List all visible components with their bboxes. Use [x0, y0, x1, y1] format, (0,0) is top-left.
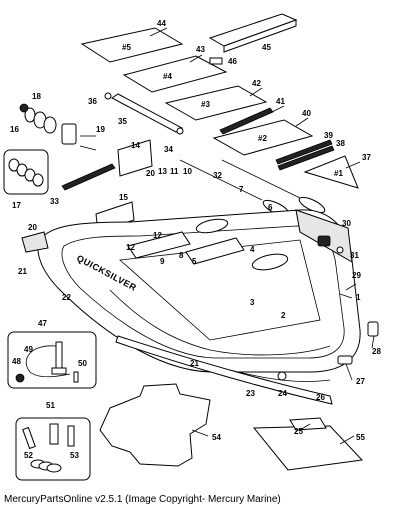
callout-17: 17	[12, 201, 21, 210]
part-14[interactable]	[117, 139, 153, 177]
callout-21: 21	[18, 267, 27, 276]
leader-lines	[149, 27, 375, 445]
part-25-rubstrip[interactable]	[115, 335, 333, 405]
part-45[interactable]	[208, 13, 298, 53]
callout-3: 3	[250, 298, 255, 307]
callout-13: 13	[158, 167, 167, 176]
callout-38: 38	[336, 139, 345, 148]
callout-50: 50	[78, 359, 87, 368]
callout-7: 7	[239, 185, 244, 194]
callout-39: 39	[324, 131, 333, 140]
callout-34: 34	[164, 145, 173, 154]
callout-32: 32	[213, 171, 222, 180]
callout-10: 10	[183, 167, 192, 176]
callout-52: 52	[24, 451, 33, 460]
part-46[interactable]	[209, 57, 223, 65]
callout-labels: 1 2 3 4 5 6 7 8 9 10 11 12 12 13 14 15 1…	[10, 19, 381, 460]
oar-32[interactable]	[221, 159, 327, 216]
callout-27: 27	[356, 377, 365, 386]
callout-30: 30	[342, 219, 351, 228]
floor-panel-5[interactable]: #5	[80, 27, 184, 63]
floor-panel-5-label: #5	[122, 43, 131, 52]
part-26	[229, 369, 331, 382]
cover-54[interactable]	[99, 383, 211, 467]
floor-panel-4-label: #4	[163, 72, 172, 81]
callout-25: 25	[294, 427, 303, 436]
repair-kit-51[interactable]	[15, 417, 91, 481]
floor-panel-3[interactable]: #3	[164, 85, 268, 121]
callout-37: 37	[362, 153, 371, 162]
oar-7[interactable]	[179, 159, 291, 219]
callout-8: 8	[179, 251, 184, 260]
part-38-39-strips[interactable]	[275, 139, 335, 171]
part-27[interactable]	[337, 355, 353, 365]
callout-40: 40	[302, 109, 311, 118]
callout-31: 31	[350, 251, 359, 260]
pump-kit-47[interactable]	[7, 331, 97, 389]
floor-panel-4[interactable]: #4	[122, 55, 228, 93]
callout-20: 20	[146, 169, 155, 178]
floor-panel-2-label: #2	[258, 134, 267, 143]
callout-14: 14	[131, 141, 140, 150]
callout-5: 5	[192, 257, 197, 266]
callout-41: 41	[276, 97, 285, 106]
callout-43: 43	[196, 45, 205, 54]
callout-33: 33	[50, 197, 59, 206]
part-28[interactable]	[367, 321, 379, 337]
callout-26: 26	[316, 393, 325, 402]
callout-12: 12	[126, 243, 135, 252]
part-41-strip[interactable]	[219, 107, 274, 135]
callout-46: 46	[228, 57, 237, 66]
callout-11: 11	[170, 167, 179, 176]
part-24[interactable]	[277, 371, 287, 381]
callout-51: 51	[46, 401, 55, 410]
part-36[interactable]	[104, 92, 112, 100]
callout-9: 9	[160, 257, 165, 266]
callout-20b: 20	[28, 223, 37, 232]
callout-35: 35	[118, 117, 127, 126]
floor-panel-3-label: #3	[201, 100, 210, 109]
callout-36: 36	[88, 97, 97, 106]
callout-55: 55	[356, 433, 365, 442]
callout-4: 4	[250, 245, 255, 254]
callout-29: 29	[352, 271, 361, 280]
floor-panel-1[interactable]: #1	[303, 155, 359, 189]
callout-23: 23	[246, 389, 255, 398]
callout-45: 45	[262, 43, 271, 52]
part-33-strip[interactable]	[61, 163, 116, 191]
callout-12b: 12	[153, 231, 162, 240]
callout-49: 49	[24, 345, 33, 354]
callout-22: 22	[62, 293, 71, 302]
callout-54: 54	[212, 433, 221, 442]
callout-28: 28	[372, 347, 381, 356]
part-35-rail[interactable]	[111, 93, 184, 135]
callout-21b: 21	[190, 359, 199, 368]
callout-44: 44	[157, 19, 166, 28]
callout-42: 42	[252, 79, 261, 88]
floor-panel-1-label: #1	[334, 169, 343, 178]
callout-1: 1	[356, 293, 361, 302]
parts-diagram: #5 #4 #3 #2 #1	[3, 13, 381, 481]
callout-18: 18	[32, 92, 41, 101]
floor-panel-2[interactable]: #2	[212, 119, 314, 156]
callout-6: 6	[268, 203, 273, 212]
callout-47: 47	[38, 319, 47, 328]
callout-19: 19	[96, 125, 105, 134]
valve-assembly[interactable]	[19, 103, 97, 151]
callout-48: 48	[12, 357, 21, 366]
handle-30[interactable]	[317, 235, 344, 254]
callout-15: 15	[119, 193, 128, 202]
image-caption: MercuryPartsOnline v2.5.1 (Image Copyrig…	[4, 494, 281, 505]
callout-2: 2	[281, 311, 286, 320]
callout-53: 53	[70, 451, 79, 460]
o-ring-kit-17[interactable]	[3, 149, 49, 195]
callout-16: 16	[10, 125, 19, 134]
bag-55[interactable]	[252, 417, 364, 471]
callout-24: 24	[278, 389, 287, 398]
